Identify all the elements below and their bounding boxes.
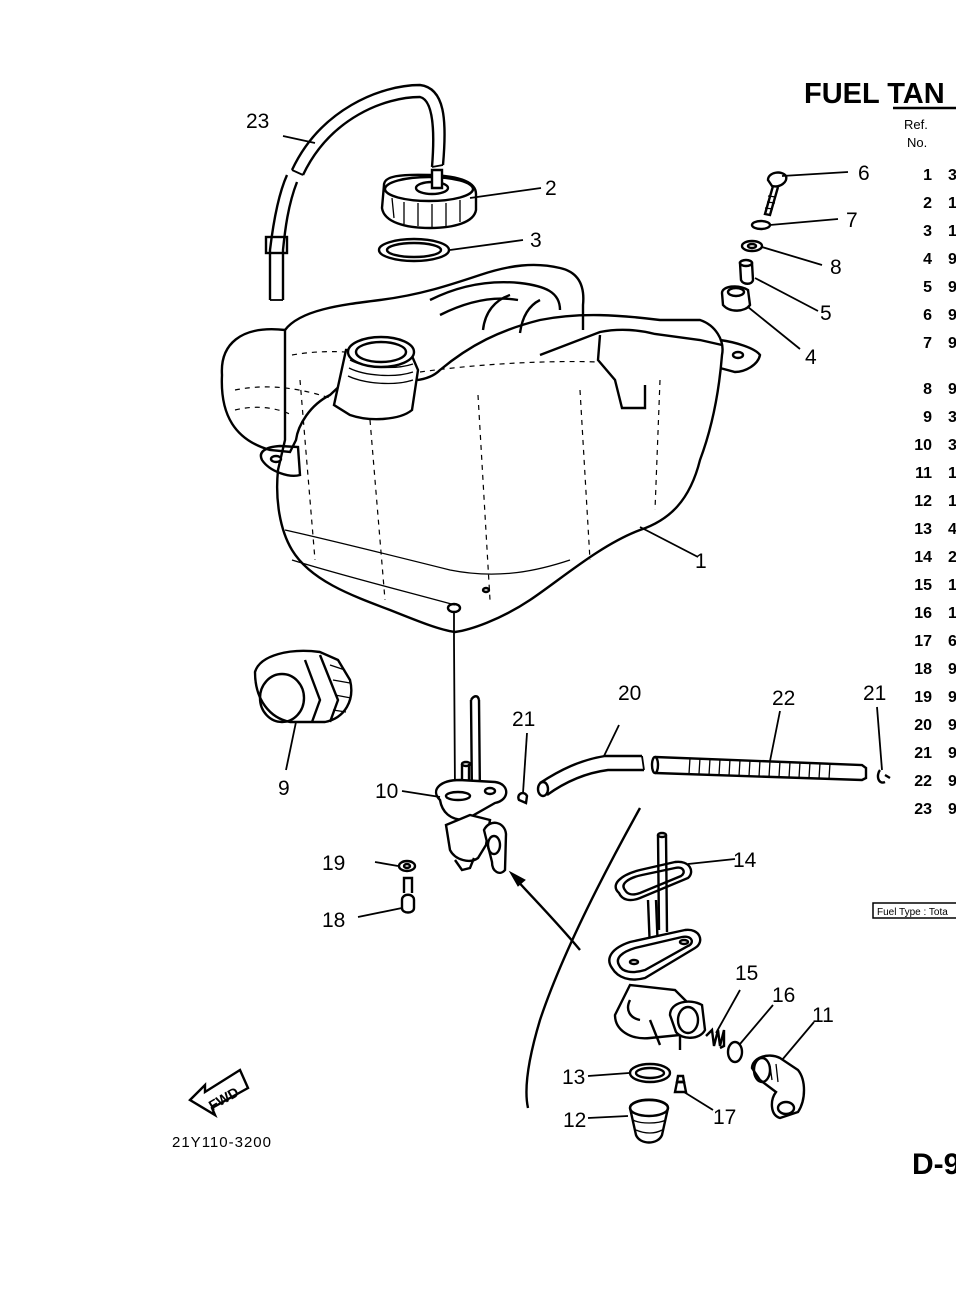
ref-row-partno-fragment: 1 bbox=[948, 577, 956, 594]
ref-row-partno-fragment: 1 bbox=[948, 195, 956, 212]
ref-row-partno-fragment: 9 bbox=[948, 381, 956, 398]
callout-8: 8 bbox=[830, 256, 842, 279]
fuel-type-note: Fuel Type : Tota bbox=[872, 902, 956, 919]
ref-row-number: 20 bbox=[914, 717, 932, 734]
ref-row-number: 2 bbox=[923, 195, 932, 212]
ref-row-partno-fragment: 1 bbox=[948, 465, 956, 482]
fuel-type-note-text: Fuel Type : Tota bbox=[877, 907, 948, 918]
callout-10: 10 bbox=[375, 780, 398, 803]
ref-row-partno-fragment: 3 bbox=[948, 167, 956, 184]
ref-row-number: 3 bbox=[923, 223, 932, 240]
ref-row-number: 10 bbox=[914, 437, 932, 454]
callout-14: 14 bbox=[733, 849, 757, 872]
diagram-title: FUEL TAN bbox=[804, 78, 945, 110]
callout-6: 6 bbox=[858, 162, 870, 185]
fuel-cock-drawing bbox=[434, 695, 508, 874]
callout-3: 3 bbox=[530, 229, 542, 252]
ref-row-partno-fragment: 9 bbox=[948, 745, 956, 762]
ref-row-number: 8 bbox=[923, 381, 932, 398]
ref-row-number: 13 bbox=[914, 521, 932, 538]
ref-header-no: No. bbox=[907, 135, 927, 150]
ref-row-partno-fragment: 9 bbox=[948, 773, 956, 790]
ref-row-partno-fragment: 3 bbox=[948, 409, 956, 426]
ref-row-partno-fragment: 9 bbox=[948, 689, 956, 706]
callout-17: 17 bbox=[713, 1106, 736, 1129]
callout-23: 23 bbox=[246, 110, 269, 133]
cap-and-gasket-drawing bbox=[377, 168, 478, 263]
callout-19: 19 bbox=[322, 852, 345, 875]
ref-row-number: 7 bbox=[923, 335, 932, 352]
callout-15: 15 bbox=[735, 962, 758, 985]
callout-20: 20 bbox=[618, 682, 641, 705]
ref-row-partno-fragment: 9 bbox=[948, 251, 956, 268]
ref-row-number: 12 bbox=[914, 493, 932, 510]
ref-row-number: 6 bbox=[923, 307, 932, 324]
breather-hose-drawing bbox=[264, 83, 446, 301]
ref-row-partno-fragment: 9 bbox=[948, 661, 956, 678]
ref-row-number: 18 bbox=[914, 661, 932, 678]
callout-labels: 1 2 3 4 5 6 7 8 9 10 11 12 13 14 15 16 1… bbox=[246, 110, 886, 1132]
ref-row-number: 15 bbox=[914, 577, 932, 594]
ref-row-partno-fragment: 9 bbox=[948, 335, 956, 352]
ref-row-number: 23 bbox=[914, 801, 932, 818]
callout-18: 18 bbox=[322, 909, 345, 932]
callout-16: 16 bbox=[772, 984, 795, 1007]
fwd-arrow-symbol: FWD bbox=[188, 1068, 250, 1118]
callout-21b: 21 bbox=[863, 682, 886, 705]
callout-11: 11 bbox=[812, 1004, 834, 1027]
callout-21a: 21 bbox=[512, 708, 535, 731]
callout-22: 22 bbox=[772, 687, 795, 710]
drawing-code: 21Y110-3200 bbox=[172, 1134, 272, 1151]
ref-row-partno-fragment: 9 bbox=[948, 279, 956, 296]
ref-row-number: 4 bbox=[923, 251, 932, 268]
leader-lines bbox=[282, 135, 883, 1119]
callout-2: 2 bbox=[545, 177, 557, 200]
ref-row-partno-fragment: 9 bbox=[948, 307, 956, 324]
callout-1: 1 bbox=[695, 550, 707, 573]
ref-row-number: 1 bbox=[923, 167, 932, 184]
ref-row-number: 22 bbox=[914, 773, 932, 790]
ref-row-number: 17 bbox=[914, 633, 932, 650]
ref-row-partno-fragment: 9 bbox=[948, 717, 956, 734]
callout-5: 5 bbox=[820, 302, 832, 325]
ref-header-ref: Ref. bbox=[904, 117, 928, 132]
ref-row-number: 5 bbox=[923, 279, 932, 296]
ref-row-number: 19 bbox=[914, 689, 932, 706]
callout-12: 12 bbox=[563, 1109, 586, 1132]
callout-7: 7 bbox=[846, 209, 858, 232]
ref-row-partno-fragment: 1 bbox=[948, 493, 956, 510]
ref-row-number: 14 bbox=[914, 549, 932, 566]
callout-13: 13 bbox=[562, 1066, 585, 1089]
callout-9: 9 bbox=[278, 777, 290, 800]
mounting-hardware-drawing bbox=[720, 171, 788, 312]
fuel-tank-drawing bbox=[220, 263, 762, 796]
strainer-drawing bbox=[253, 649, 353, 724]
ref-row-partno-fragment: 2 bbox=[948, 549, 956, 566]
ref-row-partno-fragment: 6 bbox=[948, 633, 956, 650]
ref-row-number: 16 bbox=[914, 605, 932, 622]
washer-and-screw-drawing bbox=[397, 859, 417, 914]
ref-row-number: 21 bbox=[914, 745, 932, 762]
page-code: D-9 bbox=[912, 1148, 956, 1181]
ref-row-partno-fragment: 4 bbox=[948, 521, 956, 538]
ref-row-partno-fragment: 1 bbox=[948, 223, 956, 240]
ref-row-partno-fragment: 3 bbox=[948, 437, 956, 454]
fuel-hose-drawing bbox=[517, 754, 891, 805]
ref-row-number: 11 bbox=[915, 465, 932, 482]
exploded-detail-drawing bbox=[508, 807, 806, 1144]
ref-row-number: 9 bbox=[923, 409, 932, 426]
callout-4: 4 bbox=[805, 346, 817, 369]
ref-row-partno-fragment: 9 bbox=[948, 801, 956, 818]
ref-row-partno-fragment: 1 bbox=[948, 605, 956, 622]
